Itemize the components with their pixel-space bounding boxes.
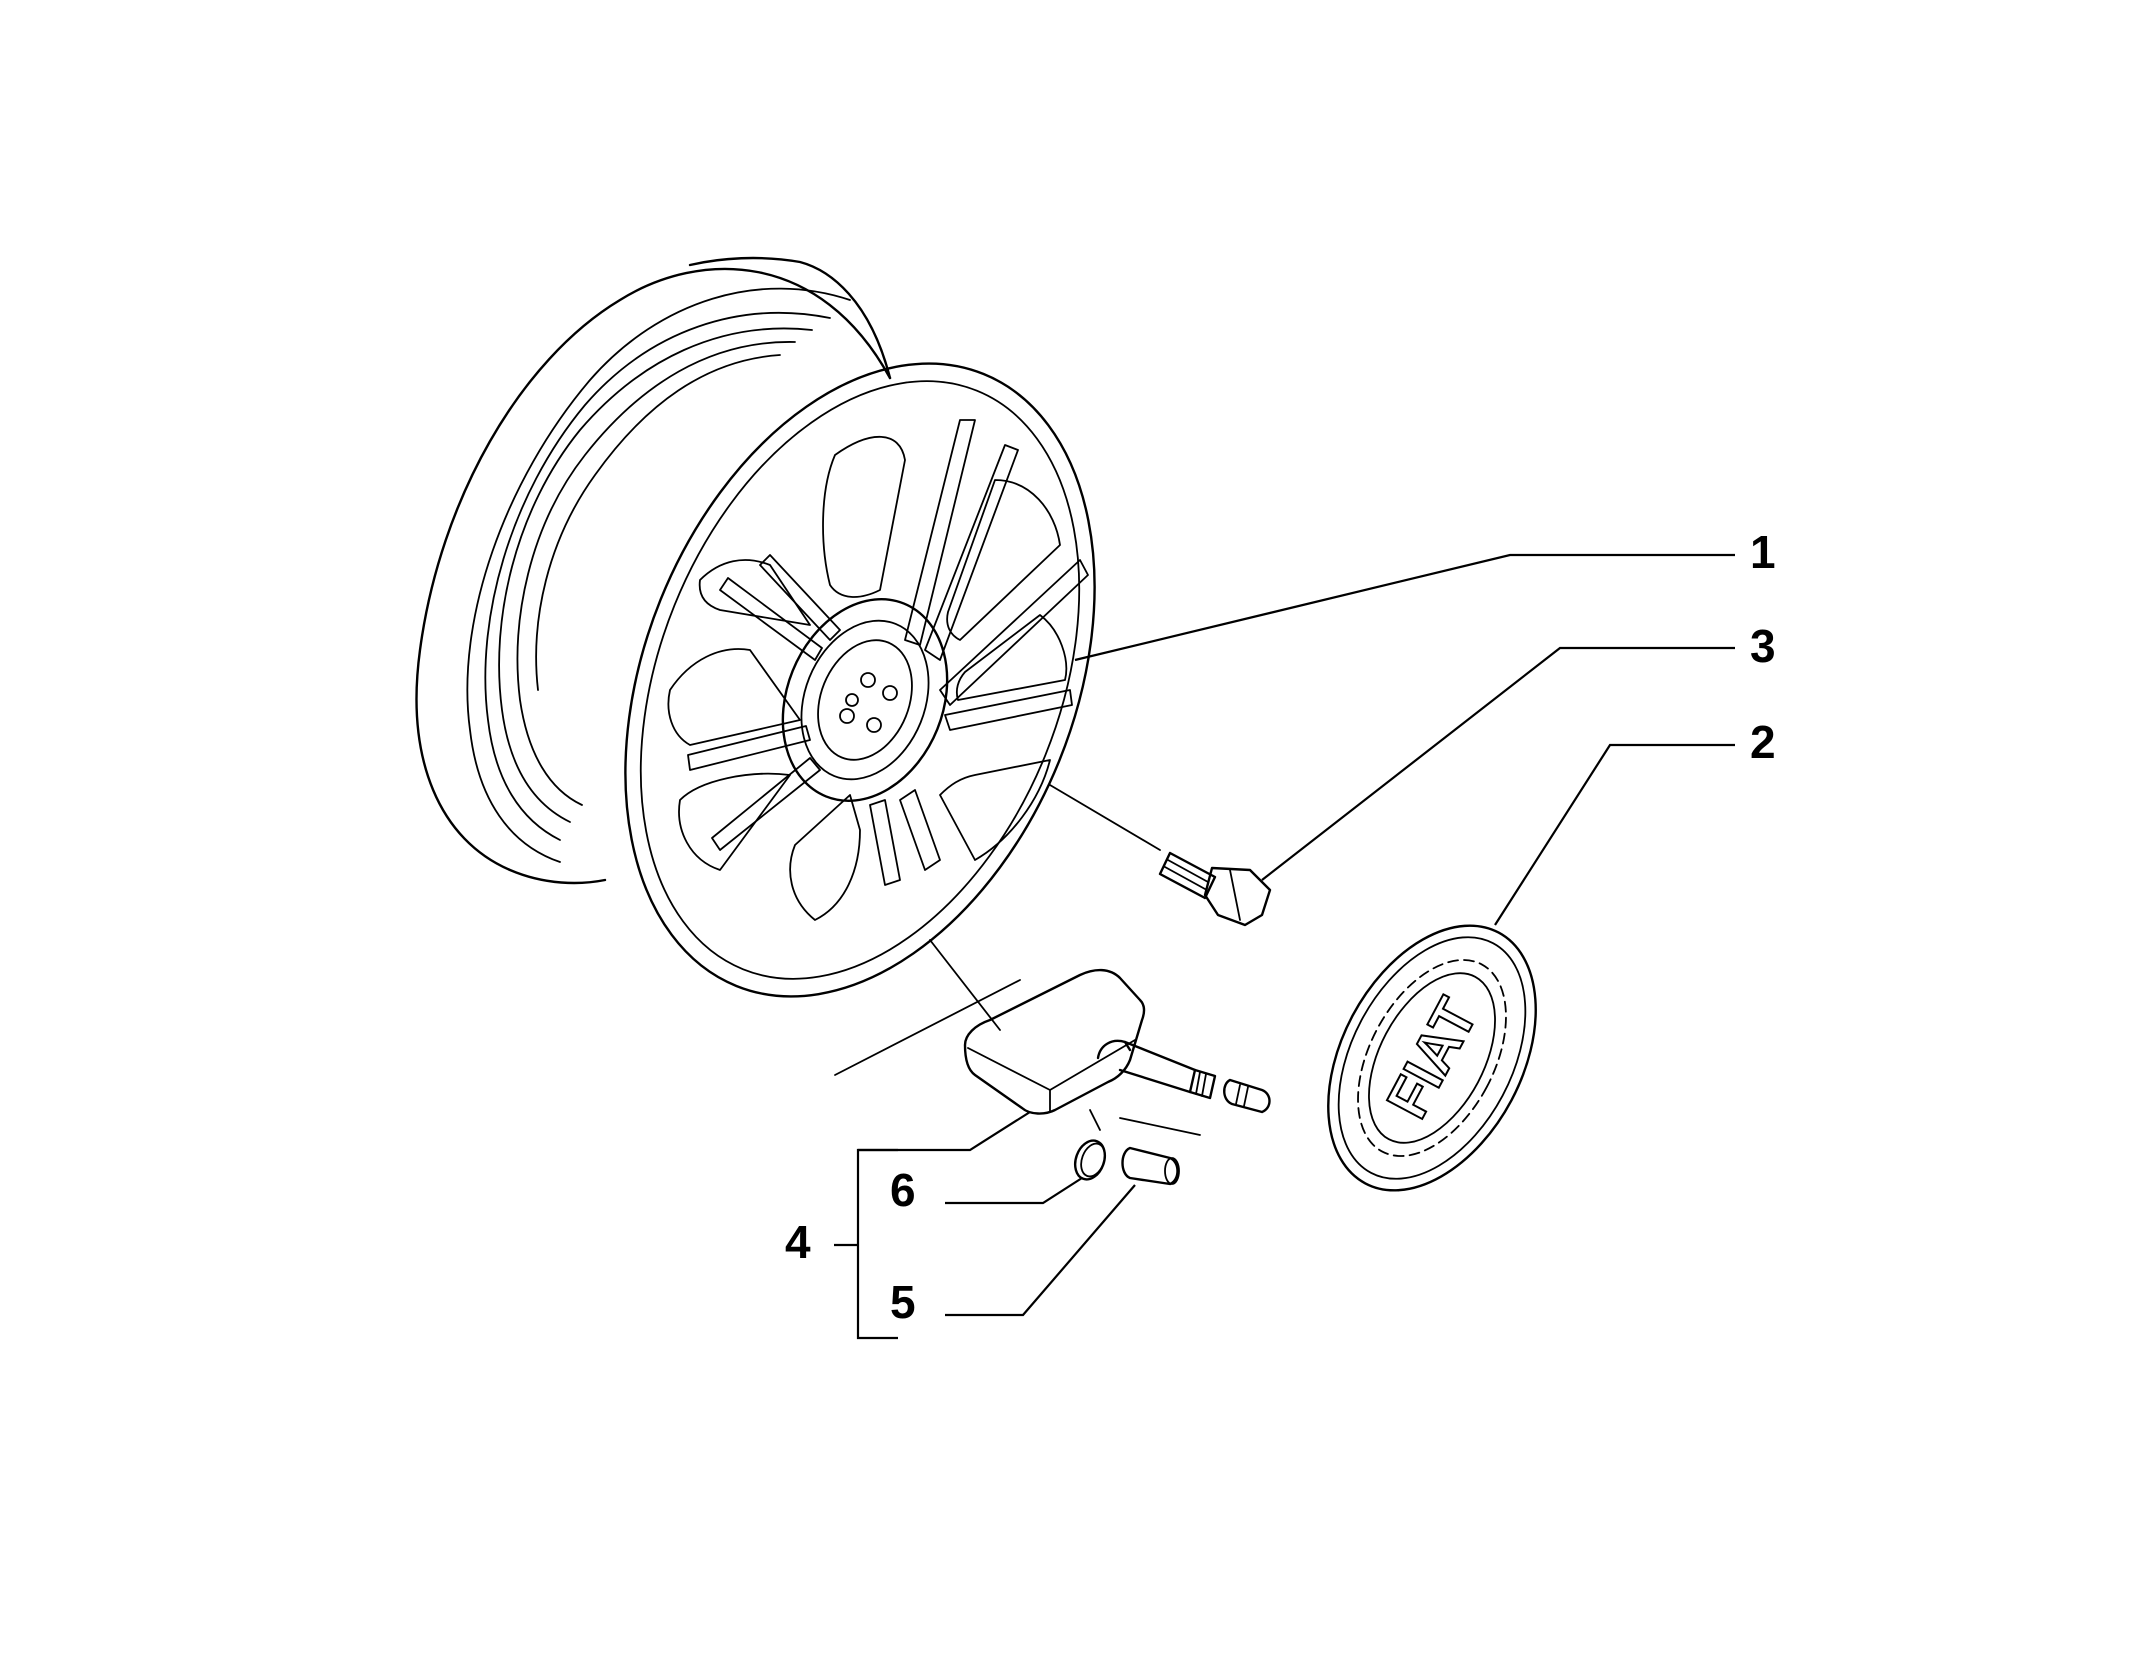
ground-line-3	[1119, 1117, 1201, 1136]
callout-1: 1	[1750, 526, 1776, 578]
leader-lines	[834, 553, 1735, 1340]
valve-cap-part	[1121, 1146, 1180, 1186]
callout-3: 3	[1750, 620, 1776, 672]
tpms-sensor	[963, 968, 1271, 1115]
leader-2	[1494, 743, 1735, 926]
emblem-logo-text: FIAT	[1375, 988, 1491, 1128]
wheel-bolt	[1158, 851, 1272, 927]
leader-1	[1074, 553, 1735, 662]
leader-6	[945, 1177, 1083, 1205]
mounting-line-sensor	[929, 939, 1001, 1031]
seal-ring	[1073, 1139, 1107, 1181]
callout-2: 2	[1750, 716, 1776, 768]
leader-4-sensor	[858, 1111, 1031, 1152]
mounting-line-bolt	[1049, 784, 1161, 851]
leader-5	[945, 1184, 1136, 1317]
callout-numbers: 1 3 2 4 5 6	[785, 526, 1776, 1328]
hub-cap-emblem: FIAT	[1327, 924, 1537, 1192]
leader-3	[1261, 646, 1735, 881]
callout-4: 4	[785, 1216, 811, 1268]
ground-line-1	[834, 979, 1021, 1076]
callout-5: 5	[890, 1276, 916, 1328]
callout-6: 6	[890, 1164, 916, 1216]
ground-line-2	[1089, 1109, 1101, 1131]
wheel-rim	[415, 256, 1096, 998]
